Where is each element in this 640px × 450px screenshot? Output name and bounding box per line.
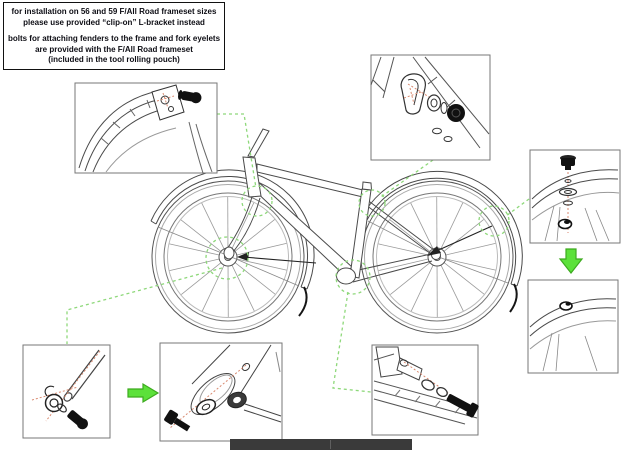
front-fender <box>150 169 315 317</box>
bottom-bar-divider <box>330 440 331 449</box>
connector-rear-fender <box>505 198 530 217</box>
rear-fender <box>361 170 523 313</box>
bolt-icon <box>447 104 465 122</box>
note-box: for installation on 56 and 59 F/All Road… <box>3 2 225 70</box>
highlight-circle-bottom-bracket <box>335 259 371 295</box>
green-arrow-right-icon <box>127 382 160 404</box>
bolt-icon <box>164 409 191 432</box>
frame <box>223 128 441 285</box>
highlight-circle-rear-fender <box>478 205 510 237</box>
connector-fork-crown <box>217 113 257 189</box>
stay-clip-exploded-box <box>22 344 111 439</box>
highlight-circle-seat-cluster <box>358 189 386 217</box>
bolt-icon <box>178 89 202 104</box>
bolt-icon <box>67 410 88 430</box>
bolt-icon <box>446 394 479 418</box>
note-paragraph-2: bolts for attaching fenders to the frame… <box>7 34 221 64</box>
note-paragraph-1: for installation on 56 and 59 F/All Road… <box>11 7 217 27</box>
green-arrow-down-icon <box>558 248 584 274</box>
fender-bolt-exploded-box <box>529 149 621 244</box>
connector-front-dropout <box>66 267 223 344</box>
seatstay-bridge-detail-box <box>370 54 491 161</box>
fender-bolt-installed-box <box>527 279 619 374</box>
rear-wheel <box>360 180 514 334</box>
highlight-circle-front-dropout <box>205 236 249 280</box>
highlight-circle-fork-crown <box>241 185 273 217</box>
connector-seat-cluster <box>380 159 434 198</box>
bolt-icon <box>560 155 576 170</box>
chainstay-bridge-detail-box <box>371 344 479 436</box>
bike-illustration <box>150 128 523 334</box>
fork-crown-detail-box <box>74 82 218 174</box>
highlight-connectors <box>66 113 530 393</box>
connector-bottom-bracket <box>332 291 372 393</box>
fork-eyelet-assembly-box <box>159 342 283 442</box>
bottom-dark-bar <box>230 439 412 450</box>
